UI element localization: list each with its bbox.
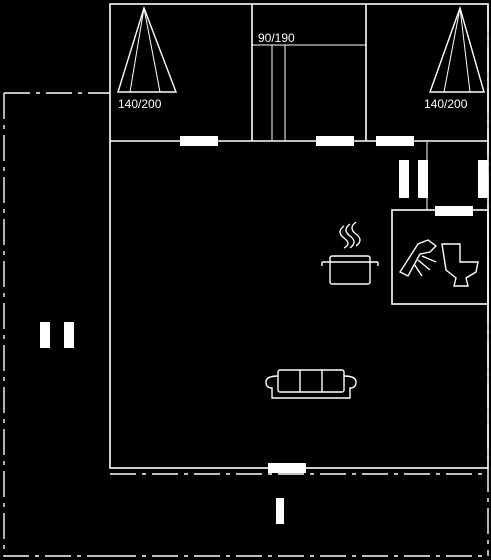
shower-toilet-icon (398, 239, 479, 287)
sofa-icon (265, 369, 357, 399)
bottom-terrace-outline (110, 473, 488, 557)
door-left-terrace-b (64, 322, 74, 348)
door-closet-b (418, 160, 428, 198)
door-terrace (268, 463, 306, 473)
door-left-terrace-a (40, 322, 50, 348)
door-right-exterior (478, 160, 488, 198)
bathroom (391, 209, 489, 305)
door-bedroom-middle (316, 136, 354, 146)
cooking-pot-icon (321, 221, 379, 285)
door-bedroom-right (376, 136, 414, 146)
bed-left-label: 140/200 (118, 97, 162, 111)
door-bathroom (435, 206, 473, 216)
door-closet-a (399, 160, 409, 198)
door-bedroom-left (180, 136, 218, 146)
bed-middle-label: 90/190 (258, 31, 295, 45)
left-terrace-outline (3, 92, 110, 557)
bed-icon (429, 5, 485, 93)
bed-icon (117, 5, 178, 93)
door-bottom-terrace (276, 498, 284, 524)
bed-right-label: 140/200 (424, 97, 468, 111)
